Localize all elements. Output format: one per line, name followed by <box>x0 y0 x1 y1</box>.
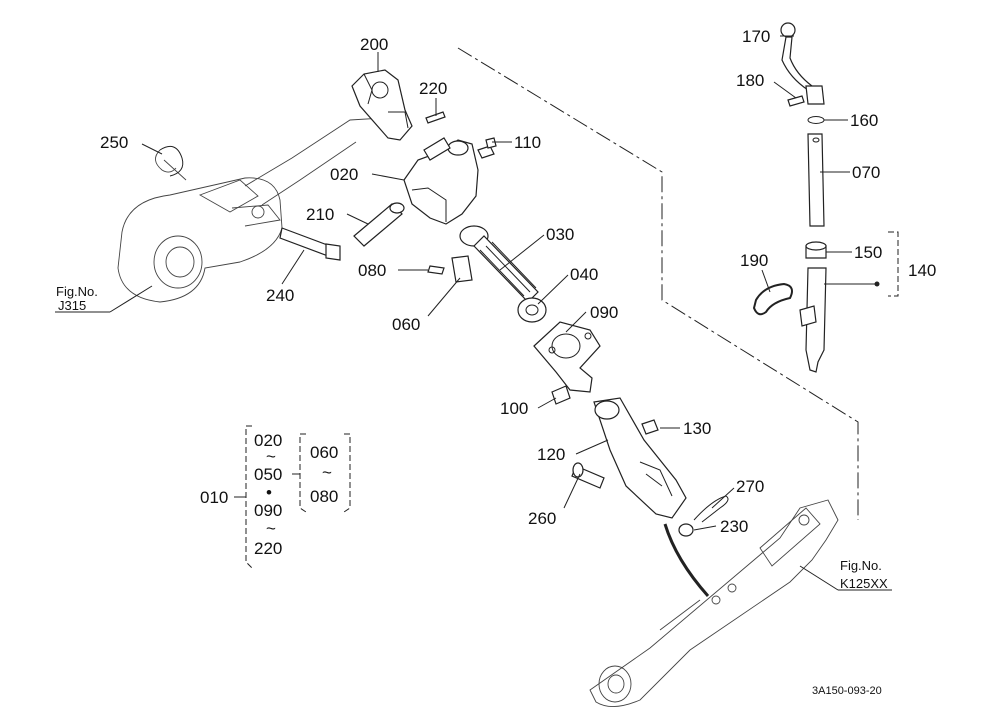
label-020: 020 <box>330 165 358 184</box>
label-220: 220 <box>419 79 447 98</box>
label-230: 230 <box>720 517 748 536</box>
group-dot: • <box>266 483 272 502</box>
bush-150 <box>805 241 827 259</box>
label-260: 260 <box>528 509 556 528</box>
group-bracket-140 <box>888 231 899 297</box>
housing-090 <box>533 321 601 393</box>
label-270: 270 <box>736 477 764 496</box>
fig-ref-k125-code: K125XX <box>840 576 888 591</box>
pin-180 <box>787 95 805 107</box>
label-060: 060 <box>392 315 420 334</box>
link-wire <box>663 523 710 597</box>
part-labels: 200 220 110 250 020 210 240 080 060 030 … <box>100 27 936 536</box>
label-210: 210 <box>306 205 334 224</box>
lift-rod-upper-020 <box>403 137 479 225</box>
label-130: 130 <box>683 419 711 438</box>
fig-ref-j315: Fig.No. J315 <box>56 284 98 313</box>
grease-nipple-110 <box>477 137 497 159</box>
clip-190 <box>752 282 793 316</box>
fig-ref-j315-prefix: Fig.No. <box>56 284 98 299</box>
group-r2-end: 220 <box>254 539 282 558</box>
label-250: 250 <box>100 133 128 152</box>
label-200: 200 <box>360 35 388 54</box>
label-190: 190 <box>740 251 768 270</box>
pin-210 <box>353 202 405 247</box>
leader-dot <box>874 281 880 287</box>
group-r2-start: 090 <box>254 501 282 520</box>
leader-lines <box>55 35 892 591</box>
pin-260 <box>571 462 605 489</box>
group-tilde-2: ~ <box>266 519 276 538</box>
group-r1-start: 020 <box>254 431 282 450</box>
o-ring-160 <box>807 116 825 124</box>
label-150: 150 <box>854 243 882 262</box>
bolt-100 <box>551 385 571 405</box>
assembly-group-legend: 010 020 ~ 050 • 090 ~ 220 060 ~ 080 <box>200 425 351 569</box>
label-030: 030 <box>546 225 574 244</box>
lever-170 <box>780 22 825 105</box>
label-180: 180 <box>736 71 764 90</box>
fig-ref-j315-code: J315 <box>58 298 86 313</box>
fig-ref-k125-prefix: Fig.No. <box>840 558 882 573</box>
shaft-assy-140 <box>799 267 827 373</box>
drawing-code: 3A150-093-20 <box>812 685 882 697</box>
shaft-070 <box>807 133 825 227</box>
grease-nipple-130 <box>641 419 659 435</box>
pin-220 <box>425 111 446 124</box>
label-100: 100 <box>500 399 528 418</box>
top-bracket-200 <box>351 69 413 141</box>
pin-230 <box>678 523 694 537</box>
group-tilde-1: ~ <box>266 447 276 466</box>
snap-pin-270 <box>693 495 729 523</box>
label-120: 120 <box>537 445 565 464</box>
lower-yoke-120 <box>593 397 687 519</box>
assembly-centerline <box>457 47 859 520</box>
label-240: 240 <box>266 286 294 305</box>
group-r1-end: 050 <box>254 465 282 484</box>
lift-arm-ghost <box>117 117 384 303</box>
label-080: 080 <box>358 261 386 280</box>
label-040: 040 <box>570 265 598 284</box>
fig-ref-k125xx: Fig.No. K125XX <box>840 558 888 591</box>
lower-link-ghost <box>589 499 839 707</box>
label-090: 090 <box>590 303 618 322</box>
snap-pin-250 <box>159 145 184 177</box>
group-main: 010 <box>200 488 228 507</box>
nut-060 <box>451 255 473 283</box>
adjusting-screw-030 <box>459 225 539 303</box>
pin-240 <box>279 227 341 261</box>
group-sub-end: 080 <box>310 487 338 506</box>
label-160: 160 <box>850 111 878 130</box>
label-140: 140 <box>908 261 936 280</box>
label-170: 170 <box>742 27 770 46</box>
label-070: 070 <box>852 163 880 182</box>
group-tilde-3: ~ <box>322 463 332 482</box>
label-110: 110 <box>514 133 541 152</box>
bush-040 <box>517 297 547 323</box>
pin-080 <box>427 265 445 275</box>
group-sub-start: 060 <box>310 443 338 462</box>
